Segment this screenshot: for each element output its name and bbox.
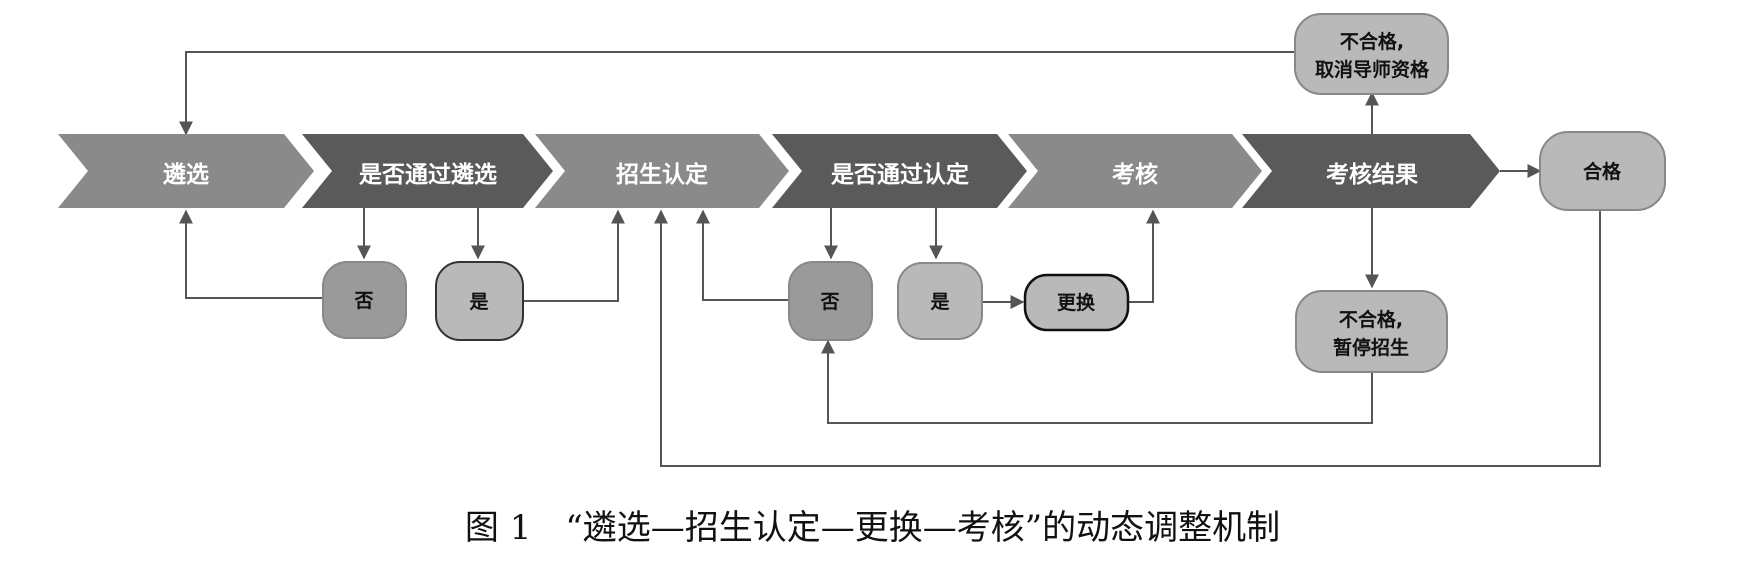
stage-assessment-result: 考核结果 [1242,134,1500,208]
connector-no-to-recognition [696,209,789,301]
stage-recognition-check: 是否通过认定 [772,134,1027,208]
node-no-selection: 否 [322,261,407,339]
node-replace: 更换 [1023,273,1130,332]
node-fail-suspend: 不合格, 暂停招生 [1295,290,1448,373]
figure-caption-text: “遴选—招生认定—更换—考核”的动态调整机制 [565,508,1281,548]
node-fail-suspend-line2: 暂停招生 [1333,336,1409,359]
outcome-nodes: 不合格, 取消导师资格 合格 否 是 否 是 更换 不合格, [322,13,1666,373]
connector-suspend-to-no [821,339,1373,424]
flow-diagram: 遴选 是否通过遴选 招生认定 是否通过认定 考核 考核结果 不合格, 取消导师资… [58,13,1666,467]
connector-disqualify-to-selection [179,51,1300,136]
node-fail-disqualify: 不合格, 取消导师资格 [1294,13,1449,95]
node-pass-label: 合格 [1583,160,1622,183]
node-yes-recognition-label: 是 [930,291,949,313]
node-yes-recognition: 是 [897,262,983,340]
connectors [179,51,1601,467]
stage-recruitment-recognition: 招生认定 [535,134,789,208]
node-fail-suspend-line1: 不合格, [1339,308,1403,331]
stage-selection-label: 遴选 [163,162,209,188]
stage-selection-check: 是否通过遴选 [302,134,553,208]
figure-caption: 图 1 “遴选—招生认定—更换—考核”的动态调整机制 [0,500,1745,549]
stage-recruitment-recognition-label: 招生认定 [616,161,708,188]
figure-number: 图 1 [464,508,532,548]
stage-assessment-label: 考核 [1112,161,1158,188]
connector-no-to-selection [179,209,323,299]
node-no-selection-label: 否 [353,290,373,312]
node-fail-disqualify-line1: 不合格, [1340,30,1404,53]
stage-assessment: 考核 [1008,134,1262,208]
connector-pass-to-recognition [654,209,1601,467]
stage-selection: 遴选 [58,134,314,208]
connector-replace-to-assessment [1128,209,1160,303]
stage-chevrons: 遴选 是否通过遴选 招生认定 是否通过认定 考核 考核结果 [58,134,1500,208]
node-yes-selection-label: 是 [469,291,488,313]
stage-assessment-result-label: 考核结果 [1326,161,1418,188]
stage-recognition-check-label: 是否通过认定 [831,161,969,188]
node-fail-disqualify-line2: 取消导师资格 [1315,58,1430,81]
node-yes-selection: 是 [435,261,524,341]
node-replace-label: 更换 [1057,291,1096,314]
node-no-recognition-label: 否 [819,291,839,313]
connector-yes-to-recognition [523,209,625,302]
node-pass: 合格 [1539,131,1666,211]
stage-selection-check-label: 是否通过遴选 [359,162,497,188]
node-no-recognition: 否 [788,261,873,341]
